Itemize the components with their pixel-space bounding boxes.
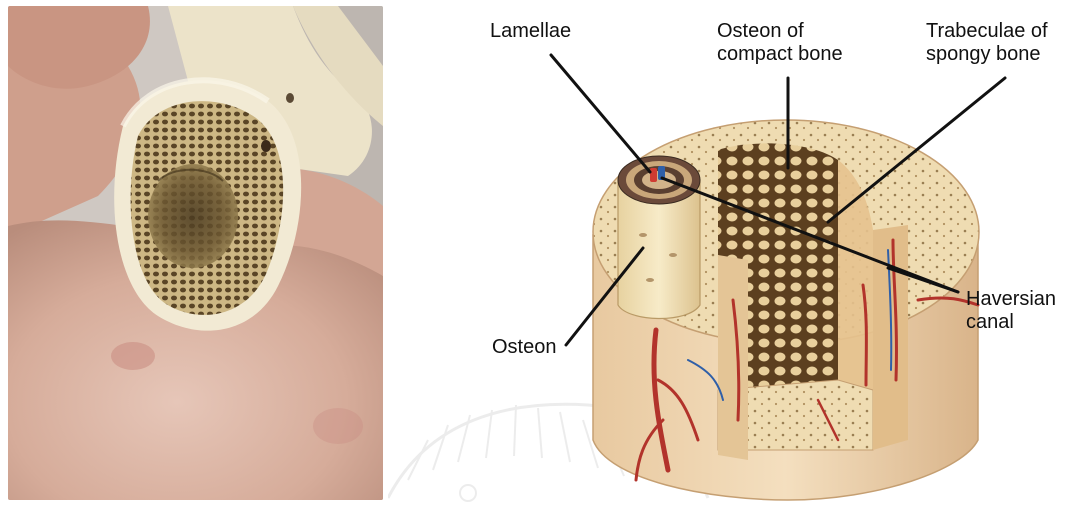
label-haversian-canal: Haversian canal (966, 288, 1056, 334)
label-lamellae: Lamellae (490, 20, 571, 43)
haversian-artery (650, 168, 657, 182)
label-osteon: Osteon (492, 336, 556, 359)
bone-photo-illustration (8, 6, 383, 500)
bone-cylinder-illustration (388, 0, 1082, 505)
leader-lamellae (551, 55, 650, 172)
bone-structure-diagram: Lamellae Osteon of compact bone Trabecul… (388, 0, 1082, 505)
label-trabeculae-of-spongy-bone: Trabeculae of spongy bone (926, 20, 1048, 66)
label-osteon-of-compact-bone: Osteon of compact bone (717, 20, 843, 66)
bone-photo (8, 6, 383, 500)
